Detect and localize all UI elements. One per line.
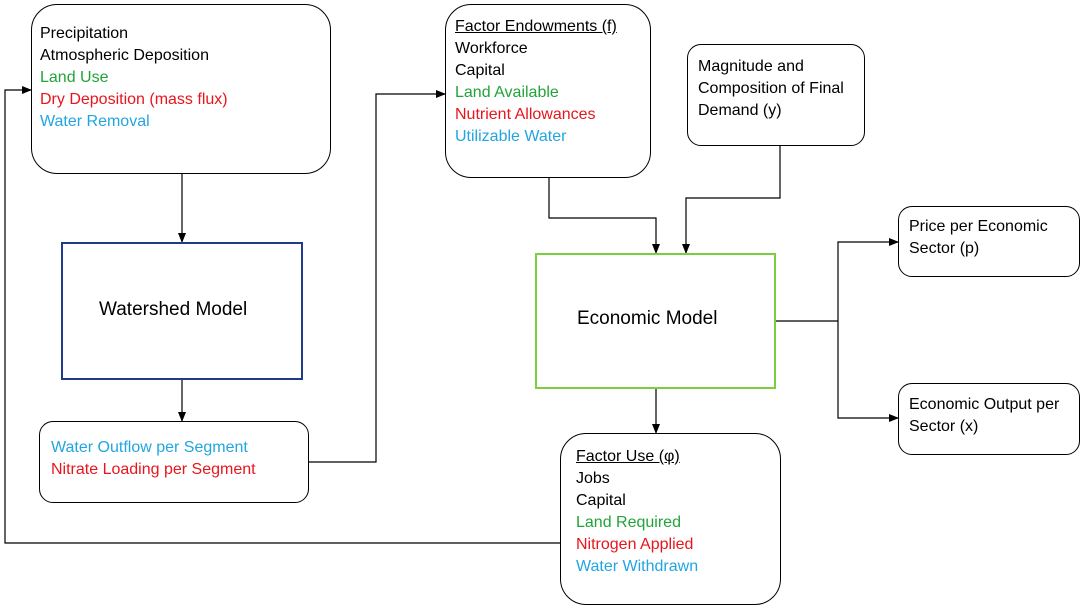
endowment-land-available: Land Available <box>455 84 559 101</box>
endowment-utilizable-water: Utilizable Water <box>455 128 567 145</box>
output-list: Economic Output per Sector (x) <box>909 394 1059 438</box>
input-water-removal: Water Removal <box>40 113 150 130</box>
arrow-factor-use-feedback <box>4 86 560 544</box>
arrow-endowments-to-economic <box>548 178 660 254</box>
use-land-required: Land Required <box>576 514 681 531</box>
endowment-nutrient-allowances: Nutrient Allowances <box>455 106 596 123</box>
arrow-economic-to-price <box>837 238 899 321</box>
outflow-box: Water Outflow per Segment Nitrate Loadin… <box>39 421 309 503</box>
demand-line-1: Magnitude and <box>698 58 804 75</box>
use-jobs: Jobs <box>576 470 610 487</box>
input-land-use: Land Use <box>40 69 109 86</box>
outflow-list: Water Outflow per Segment Nitrate Loadin… <box>51 437 256 481</box>
input-atmospheric-deposition: Atmospheric Deposition <box>40 47 209 64</box>
use-water-withdrawn: Water Withdrawn <box>576 558 699 575</box>
factor-use-title: Factor Use (φ) <box>576 448 680 465</box>
inputs-box: Precipitation Atmospheric Deposition Lan… <box>31 4 331 174</box>
economic-model-box: Economic Model <box>535 253 776 389</box>
factor-endowments-title: Factor Endowments (f) <box>455 18 617 35</box>
outflow-water: Water Outflow per Segment <box>51 439 248 456</box>
arrow-economic-to-output <box>837 321 899 422</box>
demand-line-2: Composition of Final <box>698 80 844 97</box>
final-demand-box: Magnitude and Composition of Final Deman… <box>687 44 865 146</box>
factor-endowments-box: Factor Endowments (f) Workforce Capital … <box>445 4 651 178</box>
price-list: Price per Economic Sector (p) <box>909 216 1048 260</box>
input-precipitation: Precipitation <box>40 25 129 42</box>
factor-use-list: Factor Use (φ) Jobs Capital Land Require… <box>576 446 698 578</box>
endowment-capital: Capital <box>455 62 505 79</box>
input-dry-deposition: Dry Deposition (mass flux) <box>40 91 228 108</box>
watershed-model-label: Watershed Model <box>99 299 248 320</box>
price-line-1: Price per Economic <box>909 218 1048 235</box>
economic-output-box: Economic Output per Sector (x) <box>898 383 1080 455</box>
output-line-1: Economic Output per <box>909 396 1060 413</box>
factor-endowments-list: Factor Endowments (f) Workforce Capital … <box>455 16 617 148</box>
price-line-2: Sector (p) <box>909 240 980 257</box>
use-nitrogen-applied: Nitrogen Applied <box>576 536 694 553</box>
factor-use-box: Factor Use (φ) Jobs Capital Land Require… <box>560 433 781 605</box>
output-line-2: Sector (x) <box>909 418 979 435</box>
arrow-demand-to-economic <box>682 146 781 254</box>
economic-model-label: Economic Model <box>577 308 718 329</box>
arrow-outflow-to-endowments <box>309 90 446 463</box>
use-capital: Capital <box>576 492 626 509</box>
endowment-workforce: Workforce <box>455 40 528 57</box>
final-demand-list: Magnitude and Composition of Final Deman… <box>698 56 844 122</box>
inputs-list: Precipitation Atmospheric Deposition Lan… <box>40 23 228 133</box>
watershed-model-box: Watershed Model <box>61 242 303 380</box>
price-box: Price per Economic Sector (p) <box>898 206 1080 277</box>
demand-line-3: Demand (y) <box>698 102 782 119</box>
outflow-nitrate: Nitrate Loading per Segment <box>51 461 256 478</box>
